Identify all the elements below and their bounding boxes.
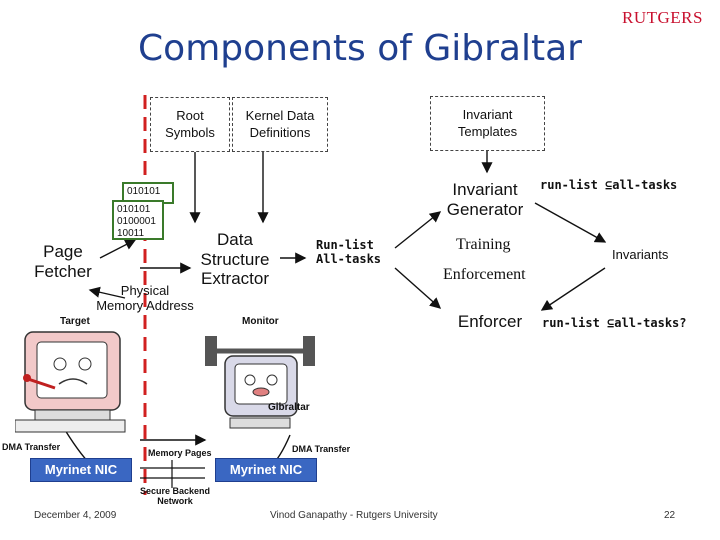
enforcement-label: Enforcement xyxy=(443,266,526,283)
secure-backend-network: Secure Backend Network xyxy=(139,486,211,506)
bits-back: 010101 xyxy=(127,186,161,197)
memory-page-front: 010101 0100001 10011 xyxy=(112,200,164,240)
root-symbols-label: Root Symbols xyxy=(165,108,215,140)
data-structure-extractor: Data Structure Extractor xyxy=(200,230,270,289)
kernel-defs-label: Kernel Data Definitions xyxy=(245,108,315,140)
gibraltar-label: Gibraltar xyxy=(268,402,310,413)
footer-date: December 4, 2009 xyxy=(34,510,117,521)
dma-transfer-left: DMA Transfer xyxy=(2,442,61,452)
invariant-rule: run-list ⊆all-tasks xyxy=(540,178,678,192)
memory-pages-label: Memory Pages xyxy=(148,448,212,458)
footer-author: Vinod Ganapathy - Rutgers University xyxy=(270,510,438,521)
invariant-templates-label: Invariant Templates xyxy=(457,107,518,139)
page-fetcher: Page Fetcher xyxy=(34,242,92,281)
page-number: 22 xyxy=(664,510,676,521)
invariant-generator: Invariant Generator xyxy=(446,180,524,219)
myrinet-nic-left: Myrinet NIC xyxy=(30,458,132,482)
root-symbols-box: Root Symbols xyxy=(150,97,230,152)
monitor-label: Monitor xyxy=(242,316,279,327)
sick-computer-icon xyxy=(15,331,126,433)
myrinet-nic-right: Myrinet NIC xyxy=(215,458,317,482)
enforcer-rule: run-list ⊆all-tasks? xyxy=(542,316,687,330)
enforcer: Enforcer xyxy=(457,312,523,331)
invariant-templates-box: Invariant Templates xyxy=(430,96,545,151)
runlist-alltasks: Run-list All-tasks xyxy=(316,238,382,266)
invariants-label: Invariants xyxy=(612,247,669,262)
slide-title: Components of Gibraltar xyxy=(138,28,582,69)
weightlifting-computer-icon xyxy=(205,336,315,429)
bits-front: 010101 0100001 10011 xyxy=(117,204,156,239)
training-label: Training xyxy=(456,236,511,253)
physical-memory-address: Physical Memory Address xyxy=(96,283,194,313)
dma-transfer-right: DMA Transfer xyxy=(292,444,351,454)
rutgers-logo: RUTGERS xyxy=(622,8,703,27)
kernel-defs-box: Kernel Data Definitions xyxy=(232,97,328,152)
target-label: Target xyxy=(60,316,90,327)
